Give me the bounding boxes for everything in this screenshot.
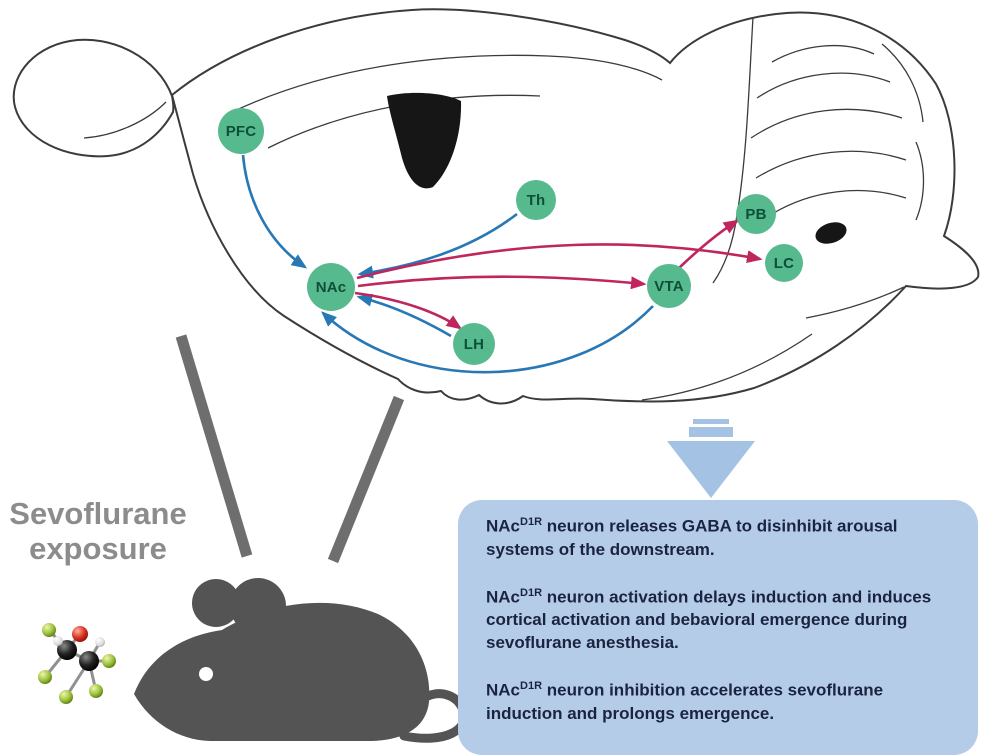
- cerebellar-black-region: [815, 222, 847, 244]
- input-arrows-blue: [241, 154, 654, 374]
- node-lh-label: LH: [463, 335, 485, 353]
- node-vta-label: VTA: [654, 277, 684, 295]
- node-nac: NAc: [307, 263, 355, 311]
- node-lc-label: LC: [773, 254, 795, 272]
- summary-paragraph-3: NAcD1R neuron inhibition accelerates sev…: [486, 680, 884, 723]
- exposure-lines: [175, 334, 405, 564]
- exposure-label-line1: Sevoflurane: [9, 496, 187, 531]
- brain-outline: [12, 8, 980, 405]
- fluorine-atom: [89, 684, 103, 698]
- output-arrows-pink: [354, 219, 763, 330]
- node-pb: PB: [736, 194, 776, 234]
- node-pfc-label: PFC: [225, 122, 257, 140]
- arrow-nac-to-vta: [357, 275, 647, 290]
- down-arrow-icon: [667, 419, 755, 498]
- hydrogen-atom: [53, 636, 63, 646]
- arrow-nac-to-lc: [356, 243, 763, 280]
- oxygen-atom: [72, 626, 88, 642]
- ventricle-black-region: [387, 92, 462, 189]
- summary-box: NAcD1R neuron releases GABA to disinhibi…: [458, 500, 978, 755]
- sevoflurane-molecule: [38, 623, 116, 704]
- carbon-atom: [79, 651, 99, 671]
- mouse-body: [134, 602, 430, 741]
- exposure-label: Sevoflurane exposure: [0, 496, 196, 566]
- node-vta: VTA: [647, 264, 691, 308]
- hydrogen-atom: [95, 637, 105, 647]
- mouse-silhouette: [134, 578, 469, 743]
- arrow-pfc-to-nac: [241, 154, 308, 269]
- mouse-eye: [199, 667, 213, 681]
- carbon-atom: [57, 640, 77, 660]
- olfactory-bulb: [12, 38, 175, 158]
- cerebrum-outline: [170, 8, 980, 405]
- fluorine-atom: [38, 670, 52, 684]
- node-th-label: Th: [526, 191, 546, 209]
- node-pb-label: PB: [745, 205, 767, 223]
- fluorine-atom: [42, 623, 56, 637]
- cerebellum-folia: [750, 43, 925, 221]
- node-nac-label: NAc: [315, 278, 347, 296]
- arrow-th-to-nac: [357, 212, 518, 279]
- summary-paragraph-2: NAcD1R neuron activation delays inductio…: [486, 586, 932, 653]
- node-lc: LC: [765, 244, 803, 282]
- d1r-superscript: D1R: [520, 680, 543, 692]
- arrow-lh-to-nac: [356, 293, 452, 338]
- d1r-superscript: D1R: [520, 516, 543, 528]
- arrow-nac-to-lh: [354, 291, 463, 330]
- d1r-superscript: D1R: [520, 586, 543, 599]
- summary-paragraph-1: NAcD1R neuron releases GABA to disinhibi…: [486, 516, 898, 559]
- brain-internal-lines: [83, 16, 905, 401]
- fluorine-atom: [59, 690, 73, 704]
- exposure-label-line2: exposure: [29, 530, 167, 566]
- mouse-ear-front: [192, 579, 240, 627]
- fluorine-atom: [102, 654, 116, 668]
- node-lh: LH: [453, 323, 495, 365]
- node-th: Th: [516, 180, 556, 220]
- node-pfc: PFC: [218, 108, 264, 154]
- arrow-vta-to-pb: [678, 219, 740, 269]
- arrow-vta-to-nac: [321, 305, 654, 374]
